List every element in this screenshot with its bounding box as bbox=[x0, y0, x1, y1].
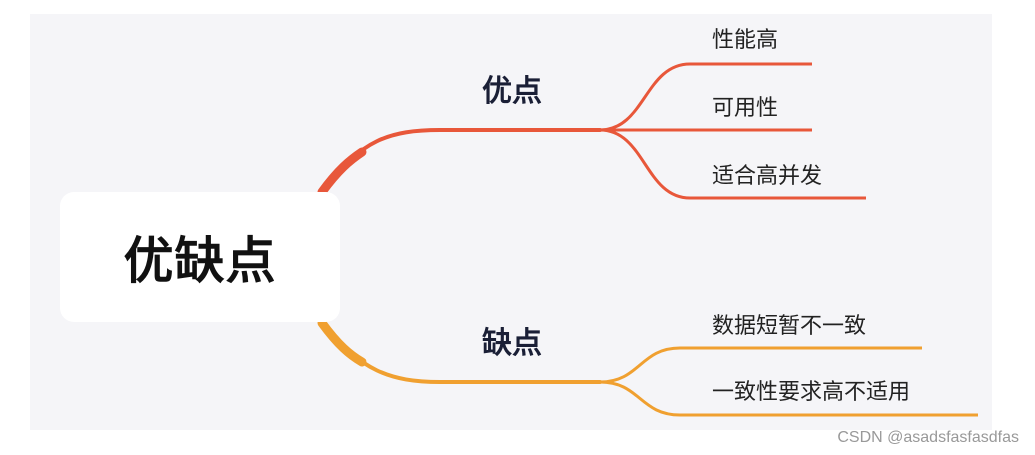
pros-leaf-2[interactable]: 可用性 bbox=[712, 96, 779, 121]
pros-leaf-3-connector bbox=[599, 128, 866, 200]
pros-leaf-1[interactable]: 性能高 bbox=[712, 28, 779, 53]
cons-branch-label[interactable]: 缺点 bbox=[482, 326, 542, 361]
watermark-text: CSDN @asadsfasfasdfas bbox=[837, 429, 1019, 446]
root-node-label: 优缺点 bbox=[123, 232, 277, 290]
root-to-cons-connector bbox=[323, 323, 602, 384]
root-to-pros-connector-thick bbox=[317, 147, 367, 197]
root-node[interactable]: 优缺点 bbox=[60, 192, 340, 322]
root-to-pros-connector bbox=[323, 128, 602, 192]
pros-leaf-1-connector bbox=[599, 62, 812, 132]
cons-leaf-1-connector bbox=[599, 346, 922, 384]
pros-leaf-3[interactable]: 适合高并发 bbox=[712, 164, 823, 189]
cons-leaf-1[interactable]: 数据短暂不一致 bbox=[712, 314, 867, 339]
cons-leaf-2[interactable]: 一致性要求高不适用 bbox=[712, 380, 911, 405]
root-to-cons-connector-thick bbox=[317, 318, 367, 367]
pros-branch-label[interactable]: 优点 bbox=[482, 74, 542, 109]
cons-leaf-2-connector bbox=[599, 380, 978, 417]
